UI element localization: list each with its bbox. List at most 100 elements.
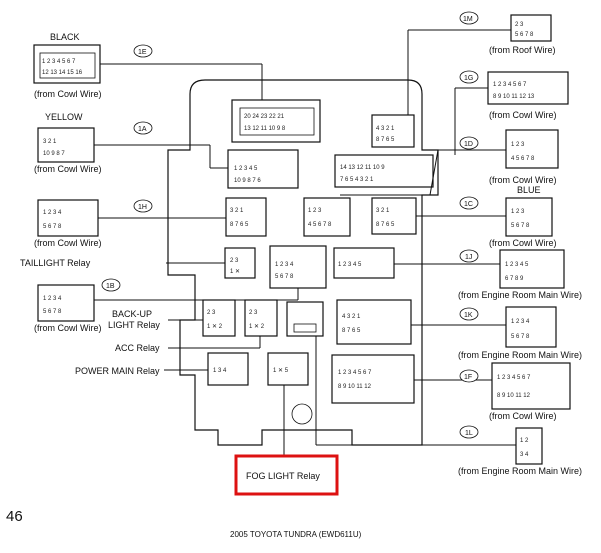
connector-1B: 1 2 3 4 5 6 7 8	[37, 284, 95, 322]
svg-text:2 3: 2 3	[249, 310, 258, 316]
svg-text:1 2 3: 1 2 3	[511, 209, 525, 215]
tag-1C: 1C	[459, 196, 479, 210]
svg-text:12 13 14 15 16: 12 13 14 15 16	[42, 70, 83, 76]
backup-relay-label-1: BACK-UP	[112, 309, 152, 319]
source-1L: (from Engine Room Main Wire)	[458, 466, 582, 476]
socket-1J-in: 1 2 3 4 5	[333, 247, 395, 279]
socket-1A: 1 2 3 4 5 10 9 8 7 6	[227, 149, 299, 189]
fog-light-relay-socket: 1 ✕ 5	[267, 352, 309, 386]
connector-1J: 1 2 3 4 5 6 7 8 9	[499, 249, 565, 289]
tag-1D: 1D	[459, 136, 479, 150]
tag-1E: 1E	[133, 44, 153, 58]
color-label-1A: YELLOW	[45, 112, 83, 122]
svg-text:1 2 3 4: 1 2 3 4	[511, 319, 530, 325]
svg-text:3 2 1: 3 2 1	[43, 139, 57, 145]
svg-text:20 24 23 22 21: 20 24 23 22 21	[244, 114, 285, 120]
connector-1L: 1 2 3 4	[515, 427, 543, 465]
svg-text:6 7 8 9: 6 7 8 9	[505, 276, 524, 282]
fog-light-relay-label: FOG LIGHT Relay	[246, 471, 320, 481]
svg-text:2 3: 2 3	[230, 258, 239, 264]
tag-1K: 1K	[459, 307, 479, 321]
leader-lines	[94, 29, 516, 455]
svg-text:3 4: 3 4	[520, 452, 529, 458]
svg-text:1 2 3 4 5 6 7: 1 2 3 4 5 6 7	[497, 375, 531, 381]
connector-1H: 1 2 3 4 5 6 7 8	[37, 199, 99, 237]
svg-text:5 6 7 8: 5 6 7 8	[511, 334, 530, 340]
svg-text:8 7 6 5: 8 7 6 5	[376, 222, 395, 228]
footer-caption: 2005 TOYOTA TUNDRA (EWD611U)	[230, 530, 362, 539]
color-label-1E: BLACK	[50, 32, 80, 42]
svg-text:1M: 1M	[463, 16, 473, 23]
source-1A: (from Cowl Wire)	[34, 164, 102, 174]
svg-text:1 ✕ 2: 1 ✕ 2	[249, 324, 265, 330]
page-number: 46	[6, 508, 23, 525]
socket-1G-in: 14 13 12 11 10 9 7 6 5 4 3 2 1	[334, 154, 434, 188]
tag-1F: 1F	[459, 369, 479, 383]
svg-text:1 2 3 4 5: 1 2 3 4 5	[505, 262, 529, 268]
svg-text:10 9 8 7: 10 9 8 7	[43, 151, 65, 157]
source-1H: (from Cowl Wire)	[34, 238, 102, 248]
svg-text:4 3 2 1: 4 3 2 1	[342, 314, 361, 320]
power-main-relay-socket: 1 3 4	[207, 352, 249, 386]
svg-text:8 9 10 11 12 13: 8 9 10 11 12 13	[493, 94, 535, 100]
color-label-1C: BLUE	[517, 185, 541, 195]
svg-text:5 6 7 8: 5 6 7 8	[515, 32, 534, 38]
source-1F: (from Cowl Wire)	[489, 411, 557, 421]
svg-text:1B: 1B	[106, 283, 115, 290]
svg-text:2 3: 2 3	[207, 310, 216, 316]
socket-top-center: 20 24 23 22 21 13 12 11 10 9 8	[231, 99, 321, 143]
svg-text:1 ✕: 1 ✕	[230, 269, 240, 275]
svg-text:5 6 7 8: 5 6 7 8	[275, 274, 294, 280]
tag-1M: 1M	[459, 11, 479, 25]
svg-text:1 2 3 4 5: 1 2 3 4 5	[234, 166, 258, 172]
source-1J: (from Engine Room Main Wire)	[458, 290, 582, 300]
svg-text:14 13 12 11 10 9: 14 13 12 11 10 9	[340, 165, 385, 171]
svg-text:1E: 1E	[138, 49, 147, 56]
tag-1H: 1H	[133, 199, 153, 213]
acc-relay-socket: 2 3 1 ✕ 2	[244, 299, 278, 337]
svg-text:1 3 4: 1 3 4	[213, 368, 227, 374]
tag-1L: 1L	[459, 425, 479, 439]
svg-text:1H: 1H	[138, 204, 147, 211]
svg-text:1L: 1L	[465, 430, 473, 437]
socket-1H-in: 3 2 1 8 7 6 5	[225, 197, 267, 237]
fog-light-relay-highlight	[234, 454, 339, 496]
source-1K: (from Engine Room Main Wire)	[458, 350, 582, 360]
svg-text:1 2 3 4 5 6 7: 1 2 3 4 5 6 7	[42, 59, 76, 65]
svg-text:1J: 1J	[465, 254, 472, 261]
connector-1K: 1 2 3 4 5 6 7 8	[505, 306, 557, 348]
power-main-relay-label: POWER MAIN Relay	[75, 366, 160, 376]
connector-1F: 1 2 3 4 5 6 7 8 9 10 11 12	[491, 362, 571, 410]
svg-text:7 6 5 4 3 2 1: 7 6 5 4 3 2 1	[340, 177, 374, 183]
connector-1C: 1 2 3 5 6 7 8	[505, 197, 553, 237]
svg-text:8 9 10 11 12: 8 9 10 11 12	[338, 384, 372, 390]
svg-text:1D: 1D	[464, 141, 473, 148]
source-1E: (from Cowl Wire)	[34, 89, 102, 99]
socket-1M-in: 4 3 2 1 8 7 6 5	[371, 114, 415, 148]
svg-text:1 ✕ 2: 1 ✕ 2	[207, 324, 223, 330]
connector-1M: 2 3 5 6 7 8	[510, 14, 552, 42]
taillight-relay-label: TAILLIGHT Relay	[20, 258, 91, 268]
backup-relay-socket: 2 3 1 ✕ 2	[202, 299, 236, 337]
svg-text:1 2 3: 1 2 3	[308, 208, 322, 214]
svg-text:8 7 6 5: 8 7 6 5	[230, 222, 249, 228]
connector-1G: 1 2 3 4 5 6 7 8 9 10 11 12 13	[487, 71, 569, 105]
source-1D: (from Cowl Wire)	[489, 175, 557, 185]
svg-text:13 12 11 10 9 8: 13 12 11 10 9 8	[244, 126, 286, 132]
source-1C: (from Cowl Wire)	[489, 238, 557, 248]
svg-text:1K: 1K	[464, 312, 473, 319]
socket-1D-in: 1 2 3 4 5 6 7 8	[303, 197, 351, 237]
acc-relay-label: ACC Relay	[115, 343, 160, 353]
tag-1A: 1A	[133, 121, 153, 135]
svg-text:1F: 1F	[464, 374, 472, 381]
socket-1C-in: 3 2 1 8 7 6 5	[371, 197, 417, 235]
svg-text:1 ✕ 5: 1 ✕ 5	[273, 368, 289, 374]
svg-text:1 2 3 4: 1 2 3 4	[43, 210, 62, 216]
svg-text:5 6 7 8: 5 6 7 8	[43, 224, 62, 230]
svg-text:1G: 1G	[464, 75, 473, 82]
svg-text:1A: 1A	[138, 126, 147, 133]
source-1B: (from Cowl Wire)	[34, 323, 102, 333]
svg-text:2 3: 2 3	[515, 22, 524, 28]
svg-text:4 3 2 1: 4 3 2 1	[376, 126, 395, 132]
